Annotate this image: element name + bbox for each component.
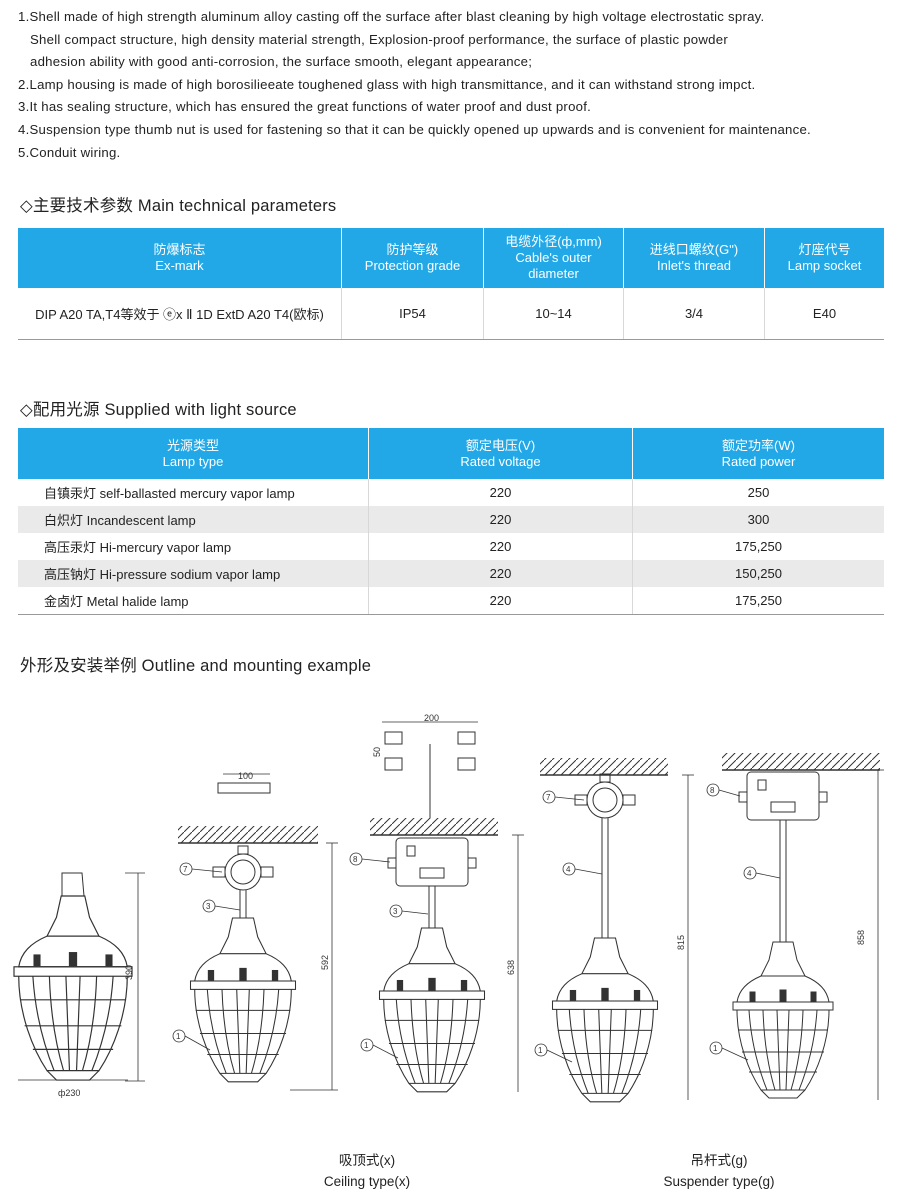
callout-label: 3 [393, 907, 398, 916]
intro-line: 4.Suspension type thumb nut is used for … [18, 121, 811, 137]
table-cell: 金卤灯 Metal halide lamp [18, 587, 369, 615]
table-cell: 175,250 [632, 587, 884, 615]
intro-line: Shell compact structure, high density ma… [30, 31, 728, 47]
col-header: 额定功率(W)Rated power [632, 428, 884, 479]
table-row: 高压钠灯 Hi-pressure sodium vapor lamp 220 1… [18, 560, 884, 587]
callout-label: 8 [353, 855, 358, 864]
col-header: 进线口螺纹(G")Inlet's thread [623, 228, 765, 288]
section-title-tech: ◇主要技术参数 Main technical parameters [20, 197, 337, 215]
dim-label: 390 [124, 965, 134, 980]
dim-label: 815 [676, 935, 686, 950]
table-cell: 220 [368, 587, 633, 615]
dim-label: 50 [372, 747, 382, 757]
callout-label: 7 [546, 793, 551, 802]
callout-label: 3 [206, 902, 211, 911]
callout-label: 7 [183, 865, 188, 874]
table-cell: 自镇汞灯 self-ballasted mercury vapor lamp [18, 479, 369, 506]
table-cell: 250 [747, 485, 770, 500]
lamp-drawing-ceiling-rect [370, 721, 524, 1093]
table-cell: 白炽灯 Incandescent lamp [18, 506, 369, 533]
table-cell: 220 [368, 560, 633, 587]
callout-label: 8 [710, 786, 715, 795]
caption-ceiling: 吸顶式(x) Ceiling type(x) [287, 1150, 447, 1192]
table-cell: 220 [368, 479, 633, 506]
dim-label: 592 [320, 955, 330, 970]
table-cell: 175,250 [735, 539, 782, 554]
table-row: 高压汞灯 Hi-mercury vapor lamp 220 175,250 [18, 533, 884, 560]
table-cell: 10~14 [483, 288, 624, 340]
intro-line: 2.Lamp housing is made of high borosilie… [18, 76, 756, 92]
caption-en: Suspender type(g) [663, 1174, 775, 1189]
table-cell: 300 [632, 506, 884, 533]
table-cell: 3/4 [623, 288, 765, 340]
caption-suspender: 吊杆式(g) Suspender type(g) [639, 1150, 799, 1192]
table-row: 白炽灯 Incandescent lamp 220 300 [18, 506, 884, 533]
callout-label: 1 [713, 1044, 718, 1053]
lamp-drawing-suspender-round [540, 758, 694, 1103]
table-cell: E40 [764, 288, 884, 340]
callout-label: 1 [364, 1041, 369, 1050]
section-title-light: ◇配用光源 Supplied with light source [20, 401, 297, 419]
intro-line: adhesion ability with good anti-corrosio… [30, 54, 533, 70]
intro-line: 5.Conduit wiring. [18, 144, 121, 160]
lamp-drawing-suspender-rect [722, 753, 884, 1100]
intro-text: 1.Shell made of high strength aluminum a… [18, 6, 890, 164]
table-cell: 220 [368, 533, 633, 560]
dim-label: 100 [238, 771, 253, 781]
table-cell: 150,250 [632, 560, 884, 587]
lamp-drawing-ceiling-round [178, 773, 338, 1091]
caption-en: Ceiling type(x) [323, 1174, 411, 1189]
dim-label: 638 [506, 960, 516, 975]
lamp-drawing-basic [13, 872, 145, 1082]
intro-line: 1.Shell made of high strength aluminum a… [18, 9, 765, 24]
callouts: 7 3 1 8 3 1 7 4 1 8 4 1 [172, 783, 781, 1063]
callout-label: 1 [538, 1046, 543, 1055]
table-cell: 高压钠灯 Hi-pressure sodium vapor lamp [18, 560, 369, 587]
table-cell: DIP A20 TA,T4等效于 ⓔx Ⅱ 1D ExtD A20 T4(欧标) [18, 288, 342, 340]
table-cell: 220 [368, 506, 633, 533]
callout-label: 1 [176, 1032, 181, 1041]
table-row: 金卤灯 Metal halide lamp 220 175,250 [18, 587, 884, 615]
col-header: 额定电压(V)Rated voltage [368, 428, 633, 479]
dim-label: ф230 [58, 1088, 80, 1098]
table-cell: IP54 [341, 288, 484, 340]
table-row: DIP A20 TA,T4等效于 ⓔx Ⅱ 1D ExtD A20 T4(欧标)… [18, 288, 884, 340]
callout-label: 4 [566, 865, 571, 874]
table-row: 自镇汞灯 self-ballasted mercury vapor lamp 2… [18, 479, 884, 506]
outline-drawings: 390 ф230 100 592 200 50 638 [13, 713, 884, 1103]
section-title-outline: 外形及安装举例 Outline and mounting example [20, 657, 372, 675]
dim-label: 200 [424, 713, 439, 723]
table-cell: 高压汞灯 Hi-mercury vapor lamp [18, 533, 369, 560]
intro-line: 3.It has sealing structure, which has en… [18, 99, 592, 115]
callout-label: 4 [747, 869, 752, 878]
caption-cn: 吸顶式(x) [338, 1153, 396, 1168]
caption-cn: 吊杆式(g) [690, 1153, 748, 1168]
dim-label: 858 [856, 930, 866, 945]
